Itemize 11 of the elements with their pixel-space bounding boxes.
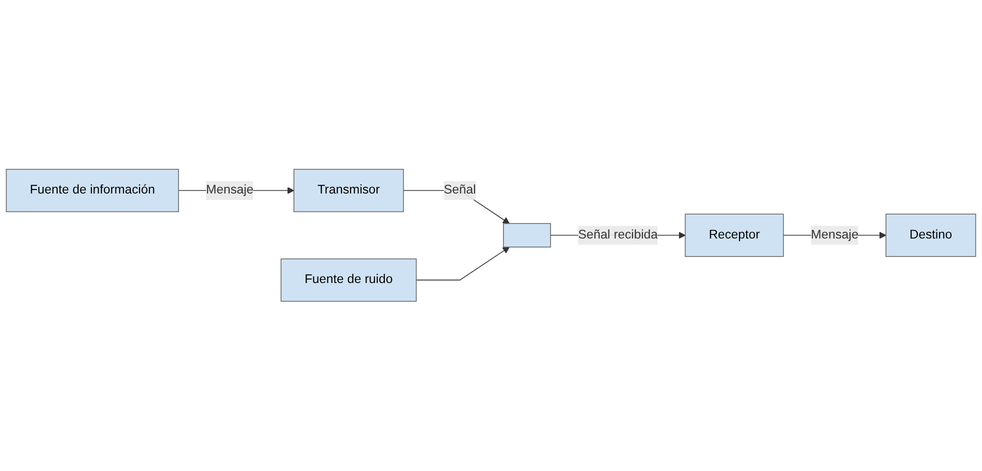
node-box: Receptor	[684, 214, 784, 258]
node-box: Fuente de información	[6, 169, 179, 212]
node-box	[503, 223, 551, 248]
edge-label: Señal	[444, 184, 476, 197]
node-box: Transmisor	[294, 169, 404, 212]
edge-label: Señal recibida	[578, 228, 658, 242]
node-box: Destino	[886, 214, 976, 258]
arrow	[416, 246, 510, 281]
edge-label: Mensaje	[810, 228, 858, 242]
node-box: Fuente de ruido	[280, 258, 417, 302]
edge-label: Mensaje	[206, 184, 254, 197]
